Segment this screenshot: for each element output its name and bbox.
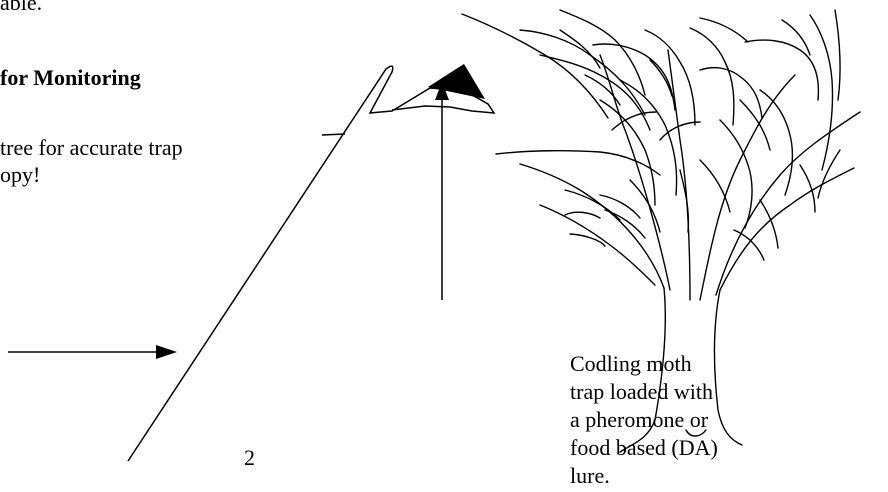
caption-line: food based (DA)	[570, 434, 718, 462]
pole-tick	[322, 134, 345, 135]
caption-line: trap loaded with	[570, 378, 718, 406]
trap-arrow	[435, 82, 449, 300]
caption-line: a pheromone or	[570, 406, 718, 434]
trap-triangle	[428, 64, 485, 99]
caption-line: lure.	[570, 462, 718, 490]
trap-pole	[128, 66, 494, 461]
pole-line	[128, 66, 494, 461]
trap-caption: Codling moth trap loaded with a pheromon…	[570, 350, 718, 490]
page-number: 2	[244, 446, 255, 470]
caption-line: Codling moth	[570, 350, 718, 378]
pole-pointer-arrow	[8, 345, 177, 359]
